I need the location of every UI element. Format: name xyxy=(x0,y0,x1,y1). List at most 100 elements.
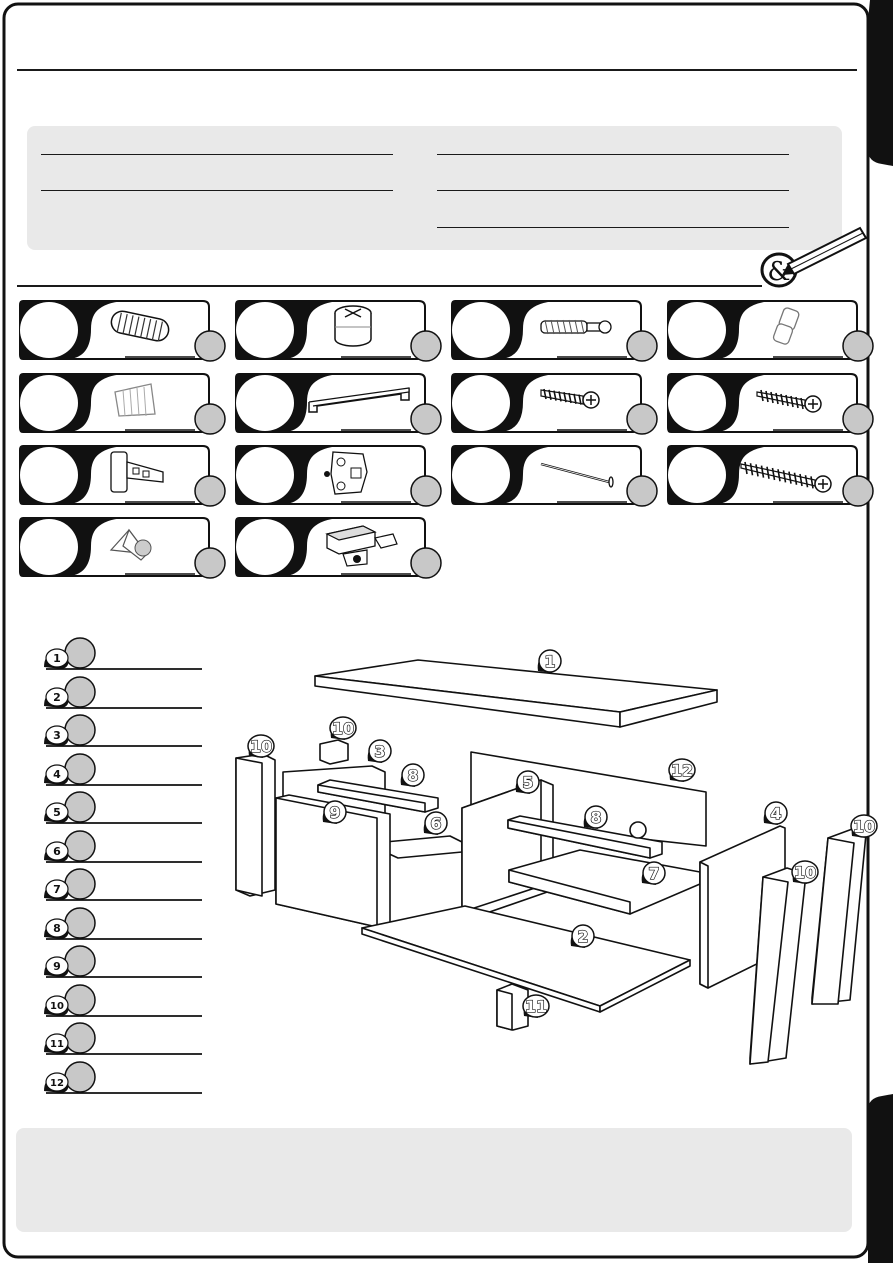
svg-text:6: 6 xyxy=(430,814,441,833)
hardware-card xyxy=(235,516,443,580)
handle-icon xyxy=(308,387,410,413)
svg-text:2: 2 xyxy=(577,927,588,946)
leg-back-left xyxy=(319,739,349,765)
hardware-card xyxy=(667,444,875,508)
left-shelf xyxy=(384,835,463,859)
svg-text:9: 9 xyxy=(329,803,340,822)
svg-text:5: 5 xyxy=(522,773,533,792)
parts-list-number: 10 xyxy=(50,1001,64,1012)
hardware-card xyxy=(235,372,443,436)
footer-panel xyxy=(16,1128,852,1232)
svg-text:7: 7 xyxy=(648,864,659,883)
svg-text:8: 8 xyxy=(407,766,418,785)
hardware-card xyxy=(451,444,659,508)
label-rail-right: 8 xyxy=(583,805,608,829)
parts-list-number: 12 xyxy=(50,1078,64,1089)
parts-list-row: 10 xyxy=(40,983,205,1018)
parts-list-row: 5 xyxy=(40,791,205,825)
parts-list-row: 3 xyxy=(40,714,205,748)
svg-text:10: 10 xyxy=(794,863,816,882)
svg-text:12: 12 xyxy=(671,761,693,780)
label-rail-left: 8 xyxy=(400,763,425,787)
label-back-panel: 12 xyxy=(668,758,696,782)
hardware-card xyxy=(235,299,443,363)
label-leg-back-left: 10 xyxy=(329,716,357,740)
label-right-shelf: 7 xyxy=(641,861,666,885)
info-line-2 xyxy=(41,190,393,191)
hinge-icon xyxy=(110,451,164,493)
hardware-card xyxy=(451,372,659,436)
top-panel-side xyxy=(619,689,718,728)
dowel-icon xyxy=(110,310,170,342)
svg-text:8: 8 xyxy=(590,808,601,827)
shelf-pin-icon xyxy=(772,307,800,345)
svg-text:10: 10 xyxy=(332,719,354,738)
hardware-card xyxy=(451,299,659,363)
parts-list-row: 2 xyxy=(40,675,205,710)
svg-text:3: 3 xyxy=(374,742,385,761)
label-middle-divider: 5 xyxy=(515,770,540,794)
svg-text:10: 10 xyxy=(250,737,272,756)
parts-list-number: 7 xyxy=(53,883,61,896)
info-line-4 xyxy=(437,190,789,191)
cam-bolt-icon xyxy=(540,319,612,335)
parts-list-row: 9 xyxy=(40,945,205,979)
header-rule xyxy=(17,69,857,71)
wood-screw-icon xyxy=(756,389,822,413)
info-line-3 xyxy=(437,154,789,155)
hardware-card xyxy=(19,299,227,363)
pencil-symbol: & xyxy=(767,257,790,287)
info-line-1 xyxy=(41,154,393,155)
hardware-card xyxy=(235,444,443,508)
parts-list-row: 6 xyxy=(40,829,205,864)
pencil-icon: & xyxy=(760,226,868,288)
label-door: 9 xyxy=(322,800,347,824)
parts-list-row: 12 xyxy=(40,1060,205,1095)
parts-list-row: 8 xyxy=(40,906,205,941)
label-top-panel: 1 xyxy=(537,649,562,673)
label-leg-front-right: 10 xyxy=(791,860,819,884)
label-left-shelf: 6 xyxy=(423,811,448,835)
mounting-plate-icon xyxy=(324,451,368,495)
hardware-rule xyxy=(17,285,762,287)
svg-text:11: 11 xyxy=(525,997,547,1016)
parts-list-number: 11 xyxy=(50,1039,64,1050)
label-right-side: 4 xyxy=(763,801,788,825)
label-bottom-panel: 2 xyxy=(570,924,595,948)
parts-list-number: 3 xyxy=(53,729,61,742)
parts-list-number: 2 xyxy=(53,691,61,704)
nail-icon xyxy=(540,462,614,488)
parts-list-row: 7 xyxy=(40,868,205,902)
parts-list-number: 5 xyxy=(53,806,61,819)
hardware-card xyxy=(667,372,875,436)
parts-list-number: 6 xyxy=(53,845,61,858)
parts-list-number: 4 xyxy=(53,768,61,781)
svg-text:4: 4 xyxy=(770,804,781,823)
hole-marker xyxy=(629,821,647,839)
label-leg-front-left: 10 xyxy=(247,734,275,758)
parts-list-row: 11 xyxy=(40,1022,205,1056)
svg-text:1: 1 xyxy=(544,652,555,671)
parts-list-number: 1 xyxy=(53,652,61,665)
label-leg-back-right: 10 xyxy=(850,814,878,838)
hardware-card xyxy=(19,516,227,580)
parts-list-number: 8 xyxy=(53,922,61,935)
short-screw-icon xyxy=(540,388,600,409)
label-center-foot: 11 xyxy=(522,994,550,1018)
push-latch-icon xyxy=(325,525,398,567)
svg-text:10: 10 xyxy=(853,817,875,836)
hardware-card xyxy=(19,444,227,508)
parts-list-number: 9 xyxy=(53,960,61,973)
hardware-card xyxy=(19,372,227,436)
cam-lock-icon xyxy=(334,305,372,347)
parts-list-row: 1 xyxy=(40,637,205,671)
furniture-glide-icon xyxy=(114,383,156,417)
parts-list-row: 4 xyxy=(40,752,205,787)
info-line-5 xyxy=(437,227,789,228)
info-panel xyxy=(27,126,842,250)
label-left-side: 3 xyxy=(367,739,392,763)
hardware-card xyxy=(667,299,875,363)
